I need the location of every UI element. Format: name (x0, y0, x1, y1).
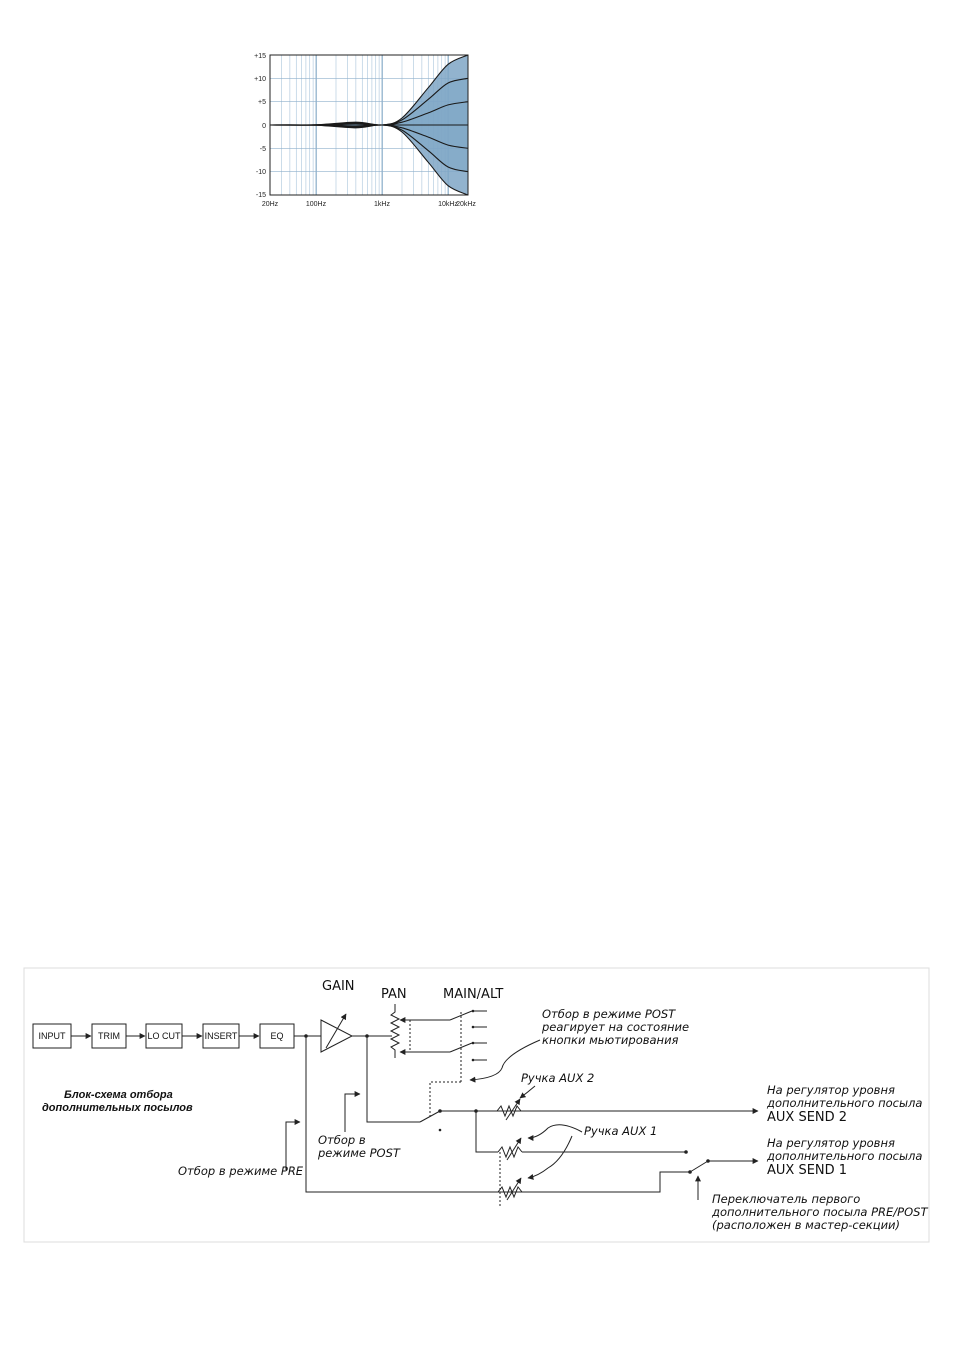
chart-y-ticks: +15 +10 +5 0 -5 -10 -15 (254, 53, 266, 199)
y-tick-label: +10 (254, 76, 266, 83)
y-tick-label: -5 (260, 146, 266, 153)
y-tick-label: +15 (254, 53, 266, 60)
gain-amplifier: GAIN (320, 979, 392, 1053)
y-tick-label: -15 (256, 192, 266, 199)
y-tick-label: 0 (262, 123, 266, 130)
block-trim-label: TRIM (98, 1031, 120, 1041)
x-tick-label: 20Hz (262, 201, 279, 208)
post-note-line-1: Отбор в режиме POST (542, 1007, 676, 1021)
annotation-arrows (285, 1039, 541, 1170)
post-tap-line-2: режиме POST (317, 1146, 401, 1160)
aux2-knob: Ручка AUX 2 (474, 1071, 594, 1121)
x-tick-label: 1kHz (374, 201, 390, 208)
switch-note-line-3: (расположен в мастер-секции) (712, 1218, 900, 1232)
block-insert-label: INSERT (205, 1031, 238, 1041)
to-aux1-note: На регулятор уровня дополнительного посы… (766, 1136, 922, 1178)
diagram-frame (23, 967, 930, 1243)
aux1-pre-post-switch (684, 1150, 759, 1200)
eq-response-chart: +15 +10 +5 0 -5 -10 -15 20Hz 100Hz 1kHz … (254, 53, 476, 208)
to-aux1-line-1: На регулятор уровня (767, 1136, 895, 1150)
block-trim: TRIM (91, 1023, 127, 1049)
diagram-title: Блок-схема отбора дополнительных посылов (42, 1089, 193, 1114)
post-switch (419, 1108, 759, 1132)
to-aux1-line-3: AUX SEND 1 (767, 1163, 847, 1178)
post-note-line-3: кнопки мьютирования (542, 1033, 679, 1047)
block-insert: INSERT (202, 1023, 240, 1049)
signal-taps (304, 1034, 690, 1193)
aux1-knob-label: Ручка AUX 1 (584, 1124, 657, 1138)
chart-x-ticks: 20Hz 100Hz 1kHz 10kHz 20kHz (262, 201, 477, 208)
to-aux2-line-3: AUX SEND 2 (767, 1110, 847, 1125)
post-note-line-2: реагирует на состояние (541, 1020, 689, 1034)
gain-label: GAIN (322, 979, 355, 994)
block-input: INPUT (32, 1023, 72, 1049)
main-alt-label: MAIN/ALT (443, 987, 503, 1002)
diagram-title-line-2: дополнительных посылов (42, 1102, 193, 1114)
block-eq: EQ (259, 1023, 295, 1049)
switch-note-line-2: дополнительного посыла PRE/POST (711, 1205, 928, 1219)
x-tick-label: 20kHz (456, 201, 476, 208)
post-tap-note: Отбор в режиме POST (317, 1133, 401, 1160)
to-aux1-line-2: дополнительного посыла (766, 1149, 922, 1163)
aux2-knob-label: Ручка AUX 2 (521, 1071, 594, 1085)
post-note: Отбор в режиме POST реагирует на состоян… (541, 1007, 689, 1047)
switch-note: Переключатель первого дополнительного по… (711, 1192, 928, 1232)
pan-pot: PAN (381, 987, 410, 1058)
aux-send-block-diagram: INPUT TRIM LO CUT INSERT EQ (23, 967, 930, 1243)
diagram-title-line-1: Блок-схема отбора (64, 1089, 173, 1101)
chart-series-line (269, 124, 469, 196)
pre-tap-note: Отбор в режиме PRE (178, 1164, 304, 1178)
to-aux2-line-2: дополнительного посыла (766, 1096, 922, 1110)
main-alt-switches: MAIN/ALT (409, 987, 503, 1082)
block-input-label: INPUT (39, 1031, 67, 1041)
x-tick-label: 10kHz (438, 201, 458, 208)
chart-series-lines (269, 54, 469, 196)
to-aux2-line-1: На регулятор уровня (767, 1083, 895, 1097)
y-tick-label: +5 (258, 99, 266, 106)
y-tick-label: -10 (256, 169, 266, 176)
post-tap-line-1: Отбор в (318, 1133, 366, 1147)
block-eq-label: EQ (270, 1031, 283, 1041)
switch-note-line-1: Переключатель первого (712, 1192, 860, 1206)
x-tick-label: 100Hz (306, 201, 327, 208)
to-aux2-note: На регулятор уровня дополнительного посы… (766, 1083, 922, 1125)
aux1-branch: Ручка AUX 1 (475, 1111, 686, 1206)
block-locut-label: LO CUT (147, 1031, 181, 1041)
block-locut: LO CUT (145, 1023, 183, 1049)
pan-label: PAN (381, 987, 407, 1002)
